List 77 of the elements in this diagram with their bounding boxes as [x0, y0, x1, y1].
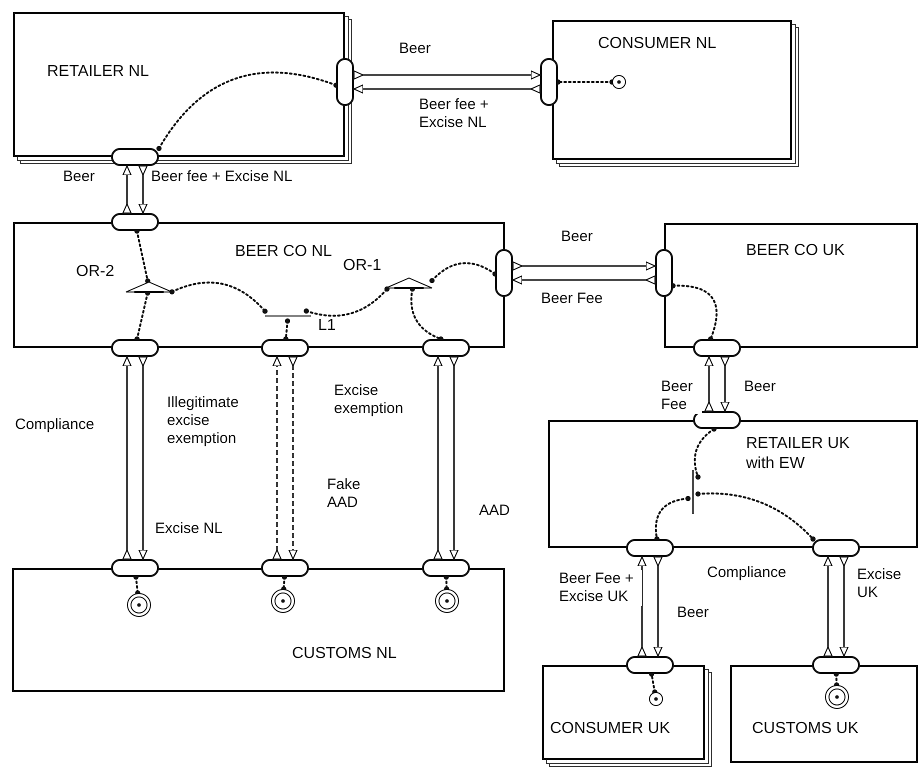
value-interface	[655, 249, 673, 297]
dependency-path	[134, 228, 150, 284]
dependency-path	[555, 79, 615, 85]
dependency-path	[304, 286, 390, 317]
edge-label: Beer Fee	[660, 378, 702, 414]
dependency-path	[156, 72, 339, 152]
value-exchange-arrow	[433, 356, 443, 560]
edge-label: Beer Fee + Excise UK	[558, 570, 642, 606]
gate-label: OR-2	[76, 262, 114, 282]
value-exchange-arrow	[353, 70, 541, 80]
start-stimulus	[612, 75, 626, 89]
value-exchange-arrow	[138, 165, 148, 214]
or-gate	[126, 281, 172, 293]
actor-name: RETAILER NL	[47, 62, 149, 82]
dependency-path	[283, 318, 290, 342]
dependency-path	[429, 262, 498, 284]
value-interface	[111, 148, 159, 166]
value-exchange-arrow	[653, 556, 663, 657]
actor-name: CONSUMER UK	[550, 719, 670, 739]
dependency-path	[670, 283, 718, 342]
value-exchange-arrow	[122, 356, 132, 560]
value-exchange-arrow	[272, 356, 282, 560]
value-interface	[495, 249, 513, 297]
value-exchange-arrow	[720, 356, 730, 412]
value-interface	[111, 559, 159, 577]
value-exchange-arrow	[122, 165, 132, 214]
end-stimulus	[435, 589, 459, 613]
actor-name: CUSTOMS UK	[752, 719, 858, 739]
value-exchange-arrow	[353, 84, 541, 94]
actor-name: BEER CO UK	[746, 241, 845, 261]
start-stimulus	[649, 692, 663, 706]
value-interface	[812, 656, 860, 674]
end-stimulus	[127, 593, 151, 617]
dependency-path	[133, 574, 140, 596]
value-exchange-arrow	[823, 556, 833, 657]
gate-label: OR-1	[343, 256, 382, 276]
value-interface	[540, 58, 558, 106]
actor-name: CONSUMER NL	[598, 34, 716, 54]
value-interface	[261, 559, 309, 577]
or-gate	[386, 277, 432, 289]
edge-label: Compliance	[14, 416, 96, 434]
dependency-path	[410, 286, 444, 342]
edge-label: Compliance	[706, 564, 788, 582]
actor-name: BEER CO NL	[235, 242, 332, 262]
dependency-path	[654, 496, 691, 542]
value-exchange-arrow	[288, 356, 298, 560]
actor-name: CUSTOMS NL	[292, 644, 397, 664]
dependency-path	[834, 671, 840, 688]
gate-label: L1	[318, 316, 336, 336]
end-stimulus	[271, 589, 295, 613]
value-interface	[422, 339, 470, 357]
value-exchange-arrow	[637, 556, 647, 657]
dependency-path	[694, 426, 717, 480]
dependency-path	[649, 671, 658, 695]
value-exchange-arrow	[512, 261, 656, 271]
dependency-path	[695, 491, 816, 542]
dependency-path	[444, 574, 450, 592]
value-interface	[693, 339, 741, 357]
value-exchange-arrow	[839, 556, 849, 657]
value-exchange-arrow	[138, 356, 148, 560]
value-interface	[626, 539, 674, 557]
end-stimulus	[825, 685, 849, 709]
value-exchange-arrow	[449, 356, 459, 560]
value-interface	[693, 411, 741, 429]
value-interface	[111, 213, 159, 231]
value-interface	[261, 339, 309, 357]
value-exchange-arrow	[704, 356, 714, 412]
value-interface	[812, 539, 860, 557]
value-interface	[111, 339, 159, 357]
value-interface	[626, 656, 674, 674]
value-interface	[336, 58, 354, 106]
dependency-path	[169, 282, 268, 314]
dependency-path	[134, 290, 150, 342]
actor-name: RETAILER UK with EW	[746, 434, 851, 474]
dependency-path	[281, 574, 288, 592]
value-exchange-arrow	[512, 275, 656, 285]
value-interface	[422, 559, 470, 577]
